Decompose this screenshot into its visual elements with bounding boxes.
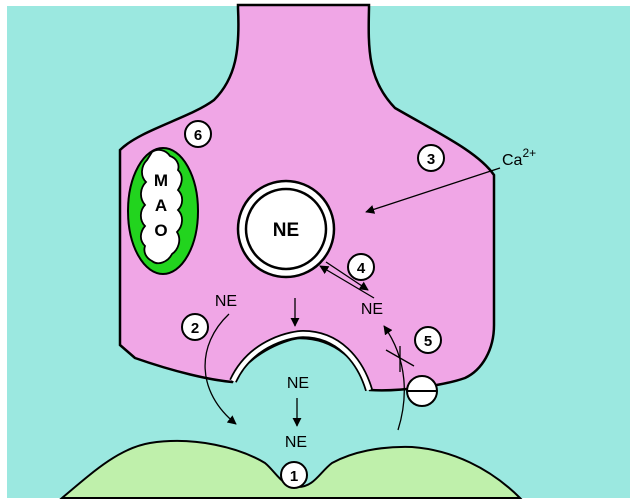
mao-letter-a: A bbox=[155, 196, 167, 215]
svg-text:3: 3 bbox=[427, 151, 435, 168]
vesicle-ne-label: NE bbox=[273, 220, 299, 241]
step-marker-1: 1 bbox=[281, 462, 307, 488]
ne-release-label: NE bbox=[215, 293, 237, 310]
mao-letter-o: O bbox=[154, 221, 167, 240]
transporter-circle-icon bbox=[407, 376, 437, 406]
svg-text:2: 2 bbox=[191, 320, 199, 337]
ne-cytoplasm-label: NE bbox=[361, 301, 383, 318]
svg-text:4: 4 bbox=[357, 260, 366, 277]
mao-letter-m: M bbox=[154, 171, 168, 190]
svg-text:6: 6 bbox=[194, 127, 202, 144]
step-marker-6: 6 bbox=[185, 121, 211, 147]
step-marker-5: 5 bbox=[415, 327, 441, 353]
step-marker-4: 4 bbox=[348, 254, 374, 280]
svg-text:5: 5 bbox=[424, 333, 432, 350]
ne-receptor-label: NE bbox=[285, 434, 307, 451]
step-marker-3: 3 bbox=[418, 145, 444, 171]
ne-cleft-label: NE bbox=[287, 375, 309, 392]
svg-text:1: 1 bbox=[290, 468, 298, 485]
step-marker-2: 2 bbox=[182, 314, 208, 340]
